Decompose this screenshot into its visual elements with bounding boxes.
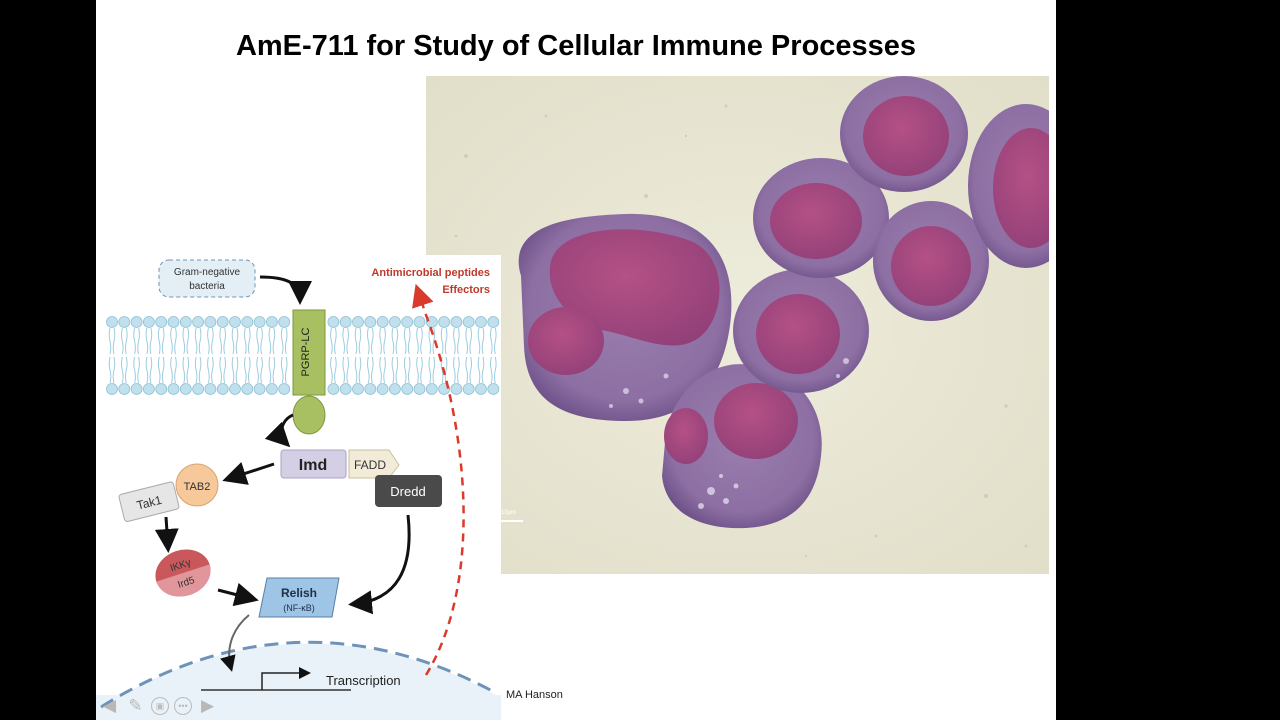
- hemocyte-micrograph: [426, 76, 1049, 574]
- imd-box: [280, 449, 347, 479]
- tab2-label: TAB2: [184, 481, 211, 493]
- bacteria-label-2: bacteria: [189, 281, 225, 292]
- more-icon[interactable]: •••: [174, 697, 192, 715]
- dredd-label: Dredd: [390, 484, 425, 499]
- cell-top: [840, 76, 968, 192]
- imd-label: Imd: [299, 457, 327, 474]
- fadd-box: [348, 449, 400, 479]
- fadd-label: FADD: [354, 458, 386, 472]
- cell-membrane: [106, 316, 500, 395]
- cell-edge: [968, 104, 1049, 268]
- cell-middle: [733, 269, 869, 393]
- micrograph-image: [426, 76, 1049, 574]
- slides-icon[interactable]: ▣: [151, 697, 169, 715]
- ird5-label: Ird5: [176, 575, 196, 591]
- cell-large: [518, 213, 732, 421]
- author-credit: MA Hanson: [506, 689, 563, 701]
- pgrp-lc-label: PGRP-LC: [300, 327, 312, 376]
- scale-label: 10μm: [501, 510, 517, 516]
- bacteria-label-1: Gram-negative: [174, 267, 241, 278]
- cell-upper-middle: [753, 158, 889, 278]
- scale-bar: [501, 520, 523, 522]
- amp-label-1: Antimicrobial peptides: [371, 267, 490, 279]
- nuclear-membrane: [100, 640, 497, 709]
- tak1-box: [118, 481, 180, 522]
- amp-dashed-arrow: [412, 283, 465, 676]
- imd-pathway-diagram: Gram-negative bacteria PGRP-LC Antimicro…: [96, 255, 501, 720]
- amp-label-2: Effectors: [442, 284, 490, 296]
- dredd-box: [375, 475, 442, 507]
- slide-title: AmE-711 for Study of Cellular Immune Pro…: [235, 30, 917, 62]
- pen-icon[interactable]: ✎: [128, 696, 143, 715]
- relish-box: [258, 577, 340, 618]
- transcription-label: Transcription: [326, 673, 401, 688]
- pgrp-lc-domain: [292, 395, 326, 435]
- back-arrow-icon[interactable]: ◀: [102, 696, 117, 715]
- cell-lower: [662, 364, 822, 529]
- nfkb-label: (NF-κB): [283, 603, 315, 613]
- pgrp-lc-receptor: [292, 309, 326, 396]
- tab2-node: [175, 463, 219, 507]
- pathway-svg: Gram-negative bacteria PGRP-LC Antimicro…: [96, 255, 501, 720]
- slide-nav-toolbar: ◀ ✎ ▣ ••• ▶: [96, 695, 218, 717]
- relish-label: Relish: [281, 586, 317, 600]
- bacteria-box: [158, 259, 256, 298]
- forward-arrow-icon[interactable]: ▶: [200, 696, 215, 715]
- cell-right: [873, 201, 989, 321]
- slide: AmE-711 for Study of Cellular Immune Pro…: [96, 0, 1056, 720]
- ikk-complex: IKKγ Ird5: [155, 549, 211, 597]
- tak1-label: Tak1: [135, 493, 163, 513]
